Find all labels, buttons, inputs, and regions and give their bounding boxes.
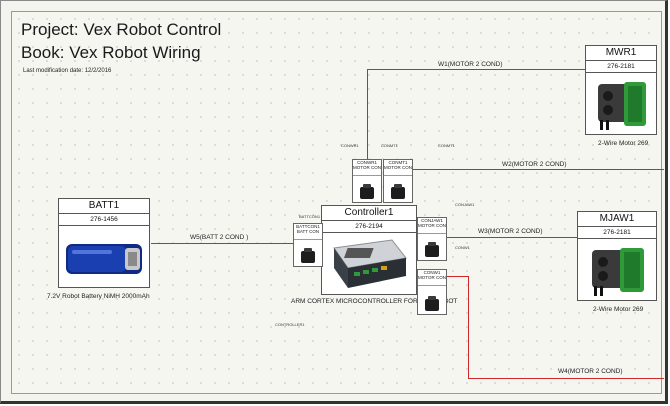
controller1-ref: Controller1 [322, 206, 416, 221]
battcon1-label: BATTCON1 BATT CON [294, 224, 322, 240]
component-controller1[interactable]: Controller1 276-2194 [321, 205, 417, 295]
battery-image [65, 240, 143, 278]
wire-w4-label: W4(MOTOR 2 COND) [557, 368, 624, 375]
connector-conjaw1[interactable]: CONJAW1 MOTOR CON [417, 217, 447, 261]
conmt1-right-tag: CONMT1 [438, 143, 455, 148]
component-mwr1[interactable]: MWR1 276-2181 [585, 45, 657, 135]
wire-w2-label: W2(MOTOR 2 COND) [501, 161, 568, 168]
conmt1-label: CONMT1 MOTOR CON [384, 160, 412, 176]
conwr1-tag: CONWR1 [341, 143, 359, 148]
conmt1-plug-icon [391, 184, 405, 199]
mwr1-part-number: 276-2181 [586, 61, 656, 73]
controller1-caption: ARM CORTEX MICROCONTROLLER FOR VEX ROBOT [291, 298, 458, 305]
conw1-plug-icon [425, 296, 439, 311]
controller1-tag: CONTROLLER1 [275, 322, 305, 327]
connector-conwr1[interactable]: CONWR1 MOTOR CON [352, 159, 382, 203]
conw1-tag: CONW1 [455, 245, 470, 250]
conw1-label: CONW1 MOTOR CON [418, 270, 446, 286]
mjaw1-motor-image [588, 242, 648, 298]
conwr1-label: CONWR1 MOTOR CON [353, 160, 381, 176]
connector-battcon1[interactable]: BATTCON1 BATT CON [293, 223, 323, 267]
conjaw1-label: CONJAW1 MOTOR CON [418, 218, 446, 234]
battcon1-tag: BATTCON1 [299, 214, 321, 219]
wire-w1-vertical[interactable] [367, 69, 368, 161]
wire-w1[interactable] [367, 69, 586, 70]
project-title: Project: Vex Robot Control [21, 20, 222, 39]
mjaw1-part-number: 276-2181 [578, 227, 656, 239]
wire-w4-stub[interactable] [443, 276, 468, 277]
batt1-part-number: 276-1456 [59, 214, 149, 226]
wire-w1-label: W1(MOTOR 2 COND) [437, 61, 504, 68]
wire-w2[interactable] [413, 169, 664, 170]
connector-conw1[interactable]: CONW1 MOTOR CON [417, 269, 447, 315]
battcon1-plug-icon [301, 248, 315, 263]
conjaw1-plug-icon [425, 242, 439, 257]
wire-w3-label: W3(MOTOR 2 COND) [477, 228, 544, 235]
controller1-part-number: 276-2194 [322, 221, 416, 233]
component-batt1[interactable]: BATT1 276-1456 [58, 198, 150, 288]
conmt1-tag: CONMT1 [381, 143, 398, 148]
mwr1-ref: MWR1 [586, 46, 656, 61]
wire-w5[interactable] [151, 243, 293, 244]
wire-w4[interactable] [468, 378, 664, 379]
wire-w3[interactable] [447, 237, 578, 238]
batt1-ref: BATT1 [59, 199, 149, 214]
conwr1-plug-icon [360, 184, 374, 199]
mjaw1-caption: 2-Wire Motor 269 [593, 306, 644, 313]
batt1-caption: 7.2V Robot Battery NiMH 2000mAh [47, 293, 150, 300]
drawing-area [11, 11, 662, 394]
book-title: Book: Vex Robot Wiring [21, 43, 201, 62]
controller-image [330, 236, 408, 291]
conjaw1-tag: CONJAW1 [455, 202, 475, 207]
wire-w4-vertical[interactable] [468, 276, 469, 378]
wire-w5-label: W5(BATT 2 COND ) [189, 234, 250, 241]
component-mjaw1[interactable]: MJAW1 276-2181 [577, 211, 657, 301]
mjaw1-ref: MJAW1 [578, 212, 656, 227]
modification-date: Last modification date: 12/2/2016 [23, 68, 112, 74]
mwr1-caption: 2-Wire Motor 269 [598, 140, 649, 147]
connector-conmt1[interactable]: CONMT1 MOTOR CON [383, 159, 413, 203]
mwr1-motor-image [594, 76, 650, 132]
